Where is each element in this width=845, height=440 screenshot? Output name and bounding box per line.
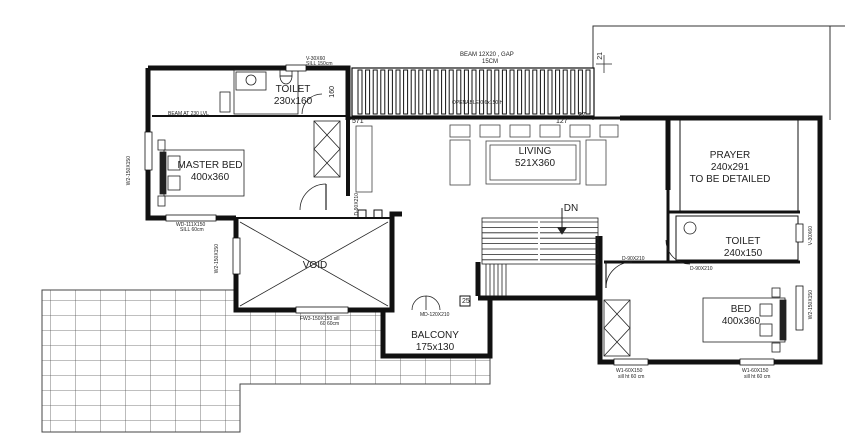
beam-title: BEAM 12X20 , GAP [460,52,514,58]
beam-slat [448,69,454,115]
beam-slat [532,69,538,115]
beam-slat [456,69,462,115]
dim-21: 21 [597,52,604,60]
v-top-sub: SILL 150cm [306,61,333,67]
staircase[interactable] [481,208,599,296]
master-bed-label: MASTER BED 400x360 [170,160,250,184]
beam-slat [372,69,378,115]
beam-slat [517,69,523,115]
w1-bottom-left-sub: sill ht 60 cm [618,374,645,380]
beam-slat [410,69,416,115]
d-bed: D-90X210 [622,256,645,262]
master-bed-size: 400x360 [190,172,230,183]
balcony-label: BALCONY 175x130 [400,330,470,354]
master-toilet-fixtures [219,69,323,115]
w1-bottom-right: W1-60X150 [742,368,769,374]
dim-25: 25 [462,298,470,305]
beam-slat [494,69,500,115]
w1-bottom-right-sub: sill ht 60 cm [744,374,771,380]
w-void-left: W2-150X150 [214,244,220,274]
beam-slat [418,69,424,115]
beam-slat [471,69,477,115]
beam-slat [539,69,545,115]
beam-slat [577,69,583,115]
md-balcony: MD-120X210 [420,312,450,318]
beam-slat [425,69,431,115]
beam-slat [570,69,576,115]
living-size: 521X360 [514,158,556,169]
beam-slat [365,69,371,115]
beam-at-label: BEAM AT 230 LVL [168,111,209,117]
beam-slat [509,69,515,115]
beam-slat [441,69,447,115]
living-label: LIVING 521X360 [500,146,570,170]
fw-void-sub: 60 60cm [320,321,340,327]
beam-slat [585,69,591,115]
beam-slat [463,69,469,115]
bed-label: BED 400x360 [706,304,776,328]
beam-slat [380,69,386,115]
dim-160: 160 [329,86,336,98]
d-master: D-90X210 [354,193,360,216]
bed-name: BED [730,304,752,315]
w-master-left: W2-150X150 [126,156,132,186]
stairs-dn-label: DN [556,203,586,215]
prayer-label: PRAYER 240x291 TO BE DETAILED [680,150,780,186]
dim-27: 27 [578,112,586,119]
beam-slat [403,69,409,115]
prayer-note: TO BE DETAILED [689,174,771,185]
living-furniture [355,124,619,193]
v-top-label: V-30X60 [306,56,326,62]
beam-slat [479,69,485,115]
windows [144,64,804,366]
toilet-right-size: 240x150 [723,248,763,259]
bed-furniture [603,221,787,357]
columns [357,209,471,307]
toilet-master-size: 230x160 [273,96,313,107]
wd-bottom: WD-111X150 [176,222,206,228]
w-toilet-right: V-30X60 [808,226,814,246]
site-boundary [592,25,845,120]
prayer-name: PRAYER [709,150,751,161]
balcony-door[interactable] [411,295,441,311]
beam-slat [547,69,553,115]
d-toilet: D-90X210 [690,266,713,272]
beam-slat [524,69,530,115]
beam-slat [433,69,439,115]
w-bed-right: W2-150X150 [808,290,814,320]
beam-slat [357,69,363,115]
living-name: LIVING [518,146,552,157]
beam-slats [351,67,595,117]
stairs-direction: DN [563,203,579,214]
beam-slat [555,69,561,115]
wd-bottom-sub: SILL 60cm [180,227,204,233]
toilet-master-label: TOILET 230x160 [258,84,328,108]
bed-size: 400x360 [721,316,761,327]
dim-127: 127 [556,118,568,125]
dim-571: 571 [352,118,364,125]
void-x [239,221,389,307]
balcony-name: BALCONY [411,330,459,341]
toilet-right-name: TOILET [725,236,761,247]
master-bed-furniture [157,120,341,211]
toilet-master-name: TOILET [275,84,311,95]
w1-bottom-left: W1-60X150 [616,368,643,374]
beam-slat [395,69,401,115]
balcony-size: 175x130 [415,342,455,353]
shaft-center: OPENABLE 0.6x150 H [452,100,504,106]
beam-slat [387,69,393,115]
master-bed-name: MASTER BED [177,160,243,171]
beam-gap: 15CM [482,59,499,65]
void-name: VOID [302,260,328,271]
fw-void: FW3-150X150 sill [300,316,340,322]
toilet-right-label: TOILET 240x150 [708,236,778,260]
beam-slat [501,69,507,115]
beam-slat [486,69,492,115]
prayer-size: 240x291 [710,162,750,173]
beam-slat [562,69,568,115]
void-label: VOID [290,260,340,272]
